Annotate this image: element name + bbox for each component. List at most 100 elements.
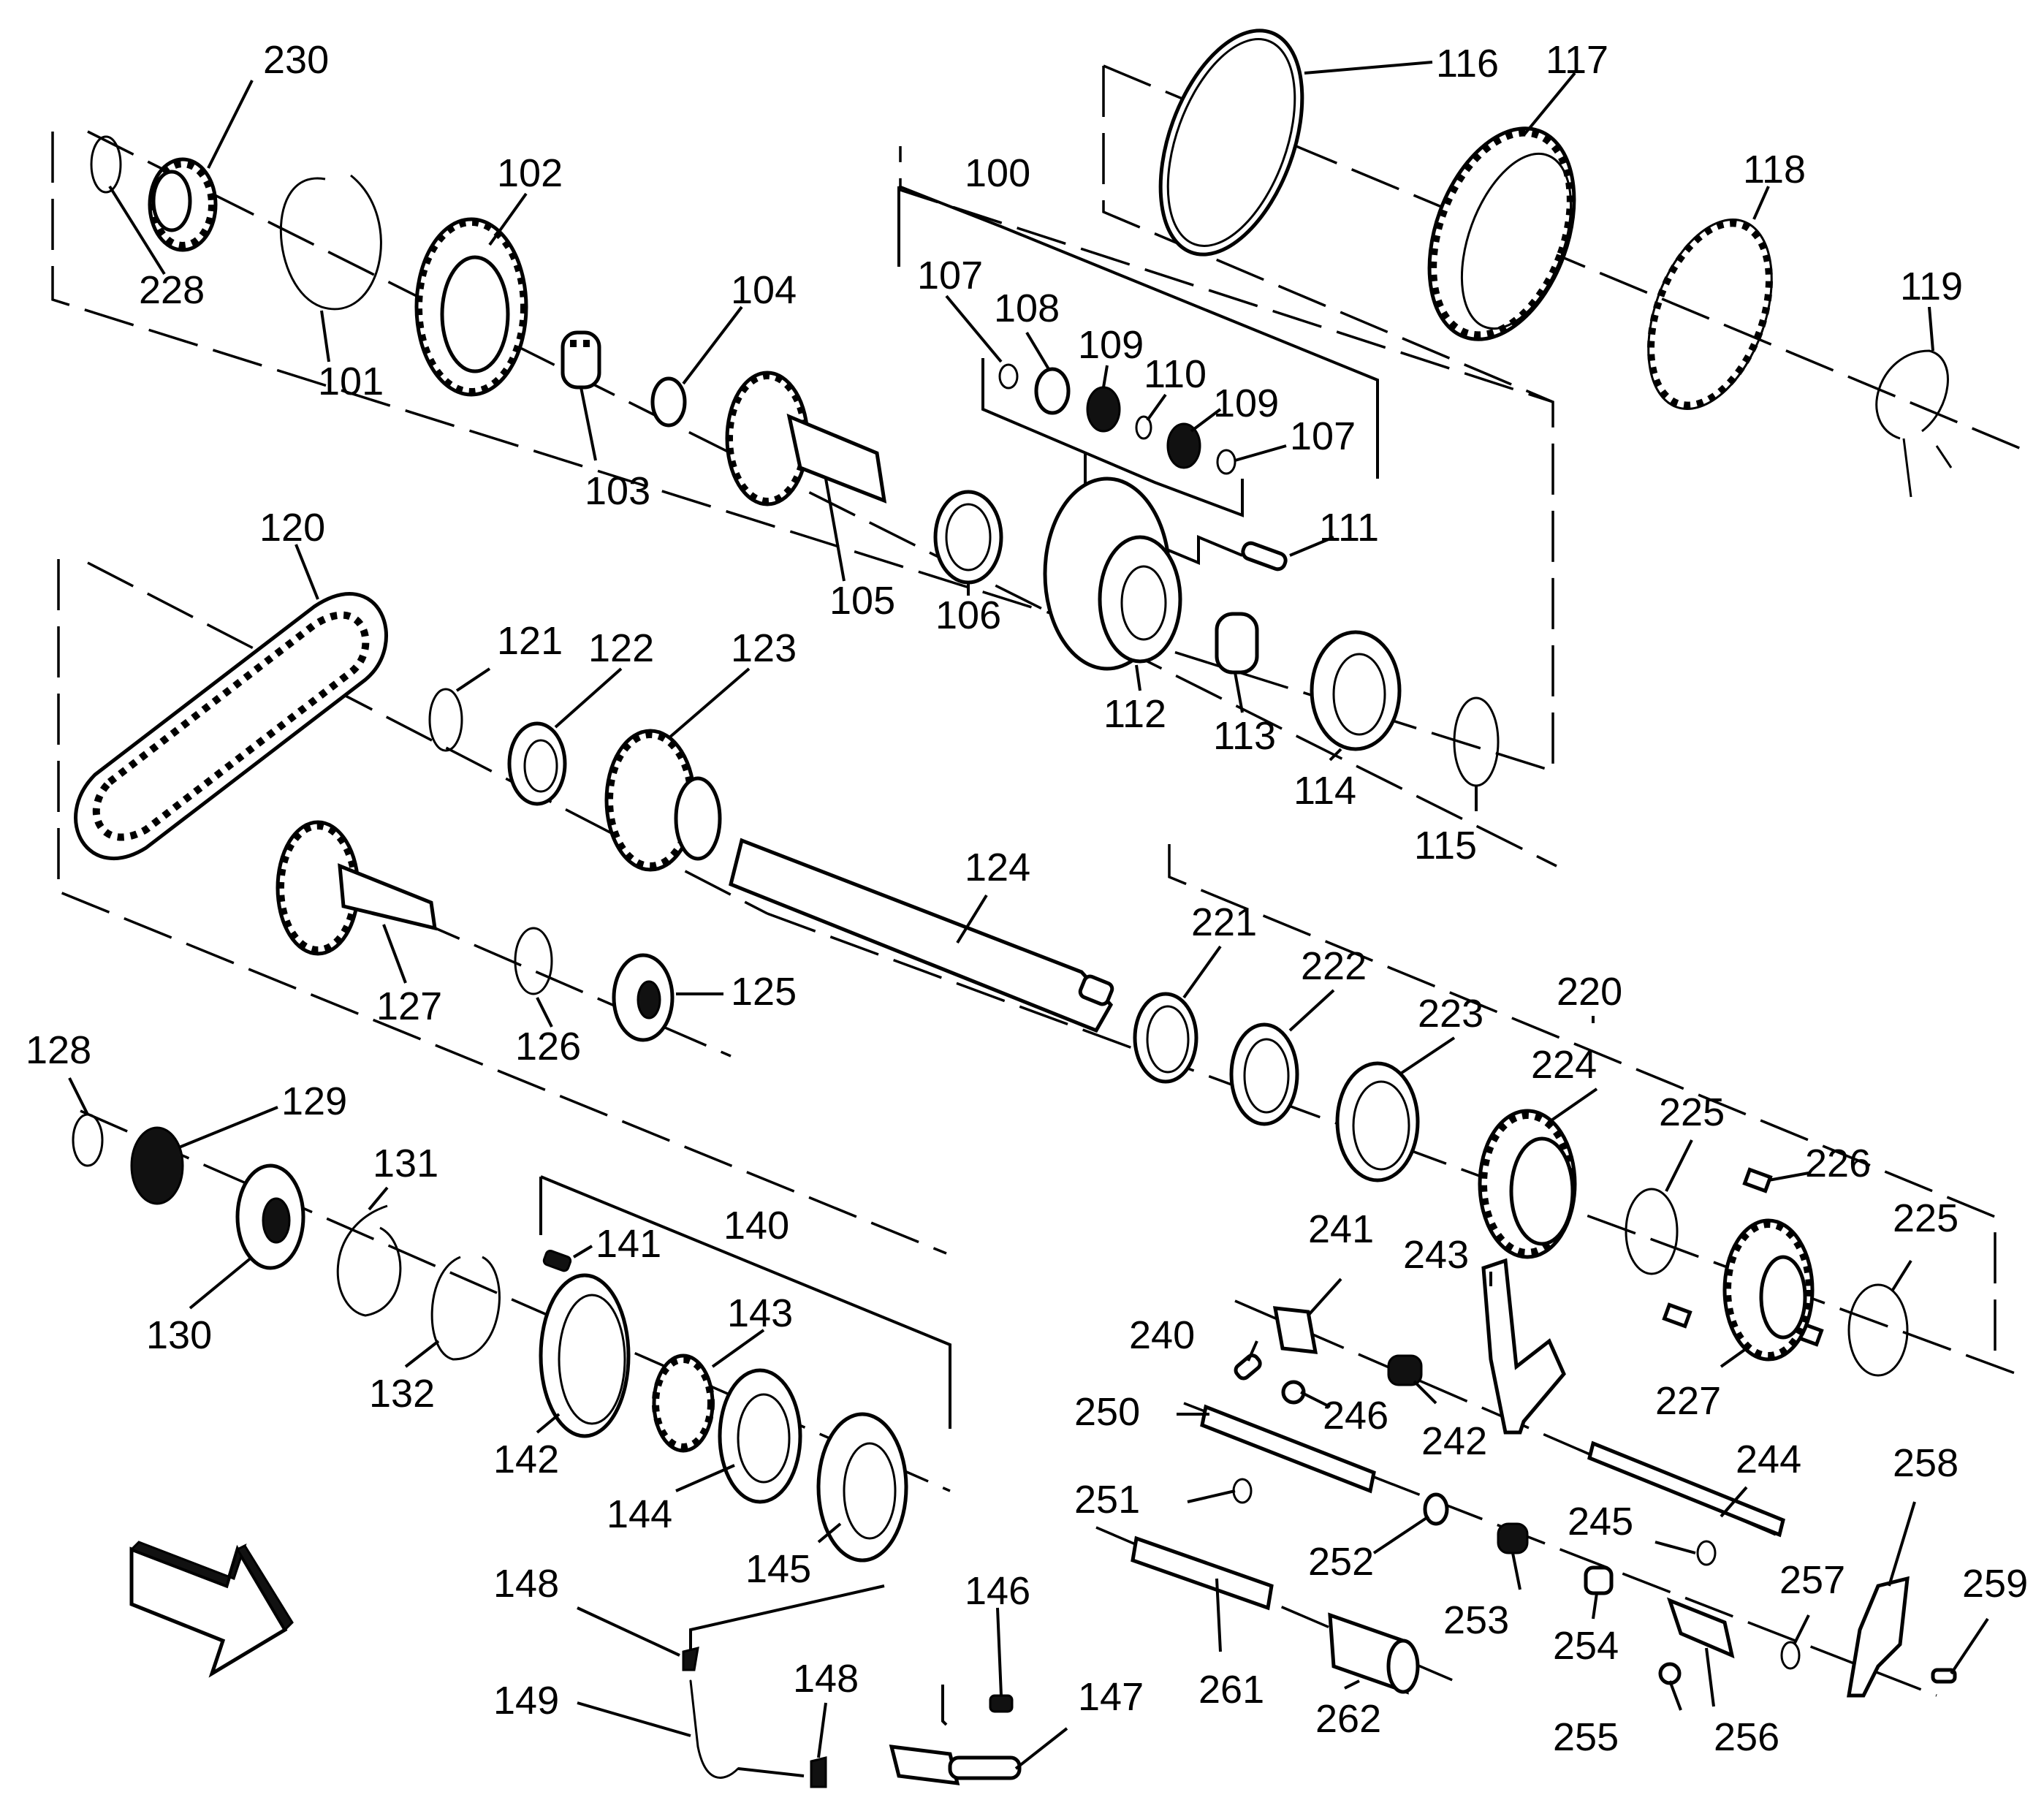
part-123-sprocket bbox=[604, 729, 722, 872]
callout-245: 245 bbox=[1568, 1500, 1633, 1544]
part-106-washer bbox=[933, 490, 1003, 585]
part-121-snap-ring bbox=[428, 688, 463, 752]
part-252-bushing bbox=[1423, 1492, 1449, 1526]
part-105-shaft-gear bbox=[725, 371, 887, 506]
part-111-pin bbox=[1241, 541, 1288, 572]
part-113-bearing bbox=[1215, 612, 1259, 675]
callout-122: 122 bbox=[588, 626, 654, 670]
part-226-keys bbox=[1662, 1167, 1824, 1347]
callout-226: 226 bbox=[1805, 1142, 1871, 1185]
part-259-pin bbox=[1931, 1668, 1957, 1684]
part-225a-snap-ring bbox=[1625, 1188, 1679, 1275]
part-118-spring-plate bbox=[1647, 219, 1773, 410]
part-256-shift-lug bbox=[1666, 1597, 1735, 1659]
part-251-ring bbox=[1232, 1478, 1253, 1504]
part-253-spring bbox=[1497, 1522, 1529, 1554]
callout-106: 106 bbox=[935, 593, 1001, 637]
callout-127: 127 bbox=[376, 984, 442, 1028]
callout-103: 103 bbox=[585, 469, 650, 513]
part-241-shift-lug bbox=[1272, 1306, 1318, 1354]
callout-147: 147 bbox=[1078, 1675, 1144, 1719]
callout-105: 105 bbox=[829, 579, 895, 623]
part-223-ring bbox=[1335, 1061, 1420, 1182]
part-126-snap-ring bbox=[514, 927, 553, 995]
part-101-snap-ring bbox=[279, 174, 382, 311]
part-250-shift-rail bbox=[1200, 1404, 1376, 1494]
part-224-sleeve bbox=[1478, 1109, 1577, 1259]
callout-250: 250 bbox=[1074, 1390, 1140, 1434]
leader-lines bbox=[68, 61, 1989, 1770]
callout-143: 143 bbox=[727, 1291, 793, 1335]
callout-224: 224 bbox=[1531, 1043, 1597, 1087]
part-225b-snap-ring bbox=[1847, 1283, 1909, 1377]
callout-141: 141 bbox=[596, 1222, 661, 1266]
callout-labels: 230 228 101 102 103 104 105 106 100 107 … bbox=[26, 38, 2028, 1759]
part-122-washer bbox=[507, 721, 567, 806]
part-243-shift-fork bbox=[1481, 1258, 1566, 1435]
part-148b-clamp bbox=[810, 1756, 827, 1788]
callout-253: 253 bbox=[1443, 1598, 1509, 1642]
part-132-snap-ring bbox=[430, 1256, 501, 1361]
callout-262: 262 bbox=[1315, 1697, 1381, 1741]
callout-129: 129 bbox=[281, 1079, 347, 1123]
callout-144: 144 bbox=[607, 1492, 672, 1536]
callout-255: 255 bbox=[1553, 1715, 1619, 1759]
callout-100: 100 bbox=[965, 151, 1030, 195]
part-108-bearing bbox=[1034, 367, 1071, 415]
callout-121: 121 bbox=[497, 619, 563, 663]
callout-225-left: 225 bbox=[1659, 1090, 1725, 1134]
callout-125: 125 bbox=[731, 970, 797, 1014]
callout-222: 222 bbox=[1301, 944, 1367, 988]
callout-111: 111 bbox=[1319, 506, 1379, 550]
part-116-ring bbox=[1158, 29, 1304, 257]
part-262-sleeve bbox=[1328, 1612, 1420, 1695]
part-146-bolt bbox=[989, 1694, 1014, 1713]
callout-104: 104 bbox=[731, 268, 797, 312]
callout-110: 110 bbox=[1144, 352, 1207, 396]
callout-116: 116 bbox=[1436, 42, 1499, 86]
callout-228: 228 bbox=[139, 268, 205, 312]
part-147-tube bbox=[889, 1744, 1022, 1785]
callout-223: 223 bbox=[1418, 992, 1483, 1036]
part-127-sprocket-shaft bbox=[276, 820, 437, 956]
part-257-ring bbox=[1780, 1641, 1801, 1670]
part-102-tone-wheel bbox=[414, 217, 528, 397]
part-103-bearing bbox=[561, 330, 601, 390]
callout-148-left: 148 bbox=[493, 1562, 559, 1606]
callout-128: 128 bbox=[26, 1028, 91, 1072]
callout-241: 241 bbox=[1308, 1207, 1374, 1251]
part-109a-gear bbox=[1086, 386, 1121, 433]
callout-109-right: 109 bbox=[1213, 381, 1279, 425]
part-261-shaft bbox=[1131, 1535, 1274, 1611]
callout-240: 240 bbox=[1129, 1313, 1195, 1357]
callout-119: 119 bbox=[1900, 265, 1963, 308]
part-142-pump-housing bbox=[539, 1273, 631, 1438]
callout-112: 112 bbox=[1103, 692, 1166, 736]
callout-149: 149 bbox=[493, 1679, 559, 1723]
callout-256: 256 bbox=[1714, 1715, 1779, 1759]
callout-246: 246 bbox=[1323, 1394, 1388, 1438]
part-222-ring bbox=[1229, 1022, 1299, 1126]
callout-145: 145 bbox=[745, 1547, 811, 1591]
part-125-bearing bbox=[612, 953, 675, 1042]
part-130-bearing bbox=[235, 1163, 305, 1270]
part-245-ring bbox=[1696, 1540, 1717, 1566]
callout-123: 123 bbox=[731, 626, 797, 670]
callout-227: 227 bbox=[1655, 1379, 1721, 1423]
callout-244: 244 bbox=[1736, 1438, 1801, 1481]
callout-107-right: 107 bbox=[1290, 414, 1356, 458]
callout-118: 118 bbox=[1743, 148, 1806, 191]
part-110-washer bbox=[1135, 415, 1152, 440]
part-246-ball bbox=[1281, 1380, 1306, 1405]
callout-220: 220 bbox=[1557, 970, 1622, 1014]
callout-148-right: 148 bbox=[793, 1657, 859, 1701]
callout-142: 142 bbox=[493, 1438, 559, 1481]
part-114-seal bbox=[1310, 630, 1402, 751]
part-141-bolt bbox=[542, 1249, 572, 1272]
callout-221: 221 bbox=[1191, 900, 1257, 944]
part-129-gear bbox=[130, 1126, 184, 1205]
callout-230: 230 bbox=[263, 38, 329, 82]
part-117-ring-gear bbox=[1427, 126, 1576, 341]
part-112-carrier bbox=[1043, 477, 1182, 671]
